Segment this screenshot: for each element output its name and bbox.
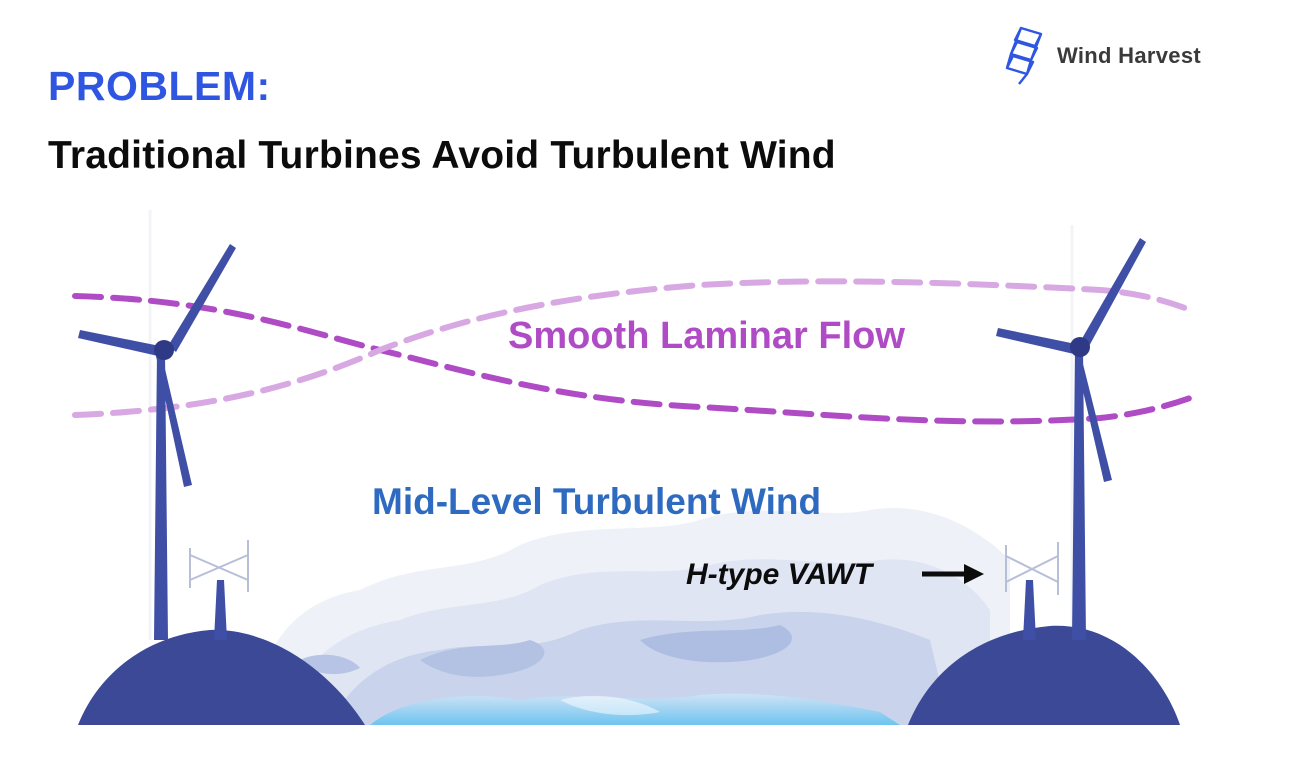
- problem-label: PROBLEM:: [48, 63, 271, 109]
- left-vawt: [189, 540, 249, 640]
- brand-name: Wind Harvest: [1057, 43, 1201, 68]
- background-turbines: [148, 210, 1074, 640]
- left-wind-turbine: [78, 244, 236, 640]
- smooth-laminar-flow-label: Smooth Laminar Flow: [508, 315, 905, 357]
- right-hill: [908, 625, 1180, 725]
- right-vawt: [1005, 542, 1059, 640]
- laminar-flow-lines: [72, 278, 1193, 425]
- right-arrow-icon: [922, 564, 984, 584]
- h-type-vawt-label: H-type VAWT: [686, 558, 873, 591]
- mid-level-turbulent-wind-label: Mid-Level Turbulent Wind: [372, 481, 822, 522]
- right-wind-turbine: [996, 238, 1146, 640]
- wind-diagram: [72, 210, 1193, 725]
- left-hill: [78, 629, 365, 725]
- slide-headline: Traditional Turbines Avoid Turbulent Win…: [48, 134, 836, 177]
- brand-logo: Wind Harvest: [1005, 24, 1245, 88]
- wind-harvest-logo-icon: [1005, 26, 1043, 85]
- turbulent-wind-area: [250, 508, 1010, 725]
